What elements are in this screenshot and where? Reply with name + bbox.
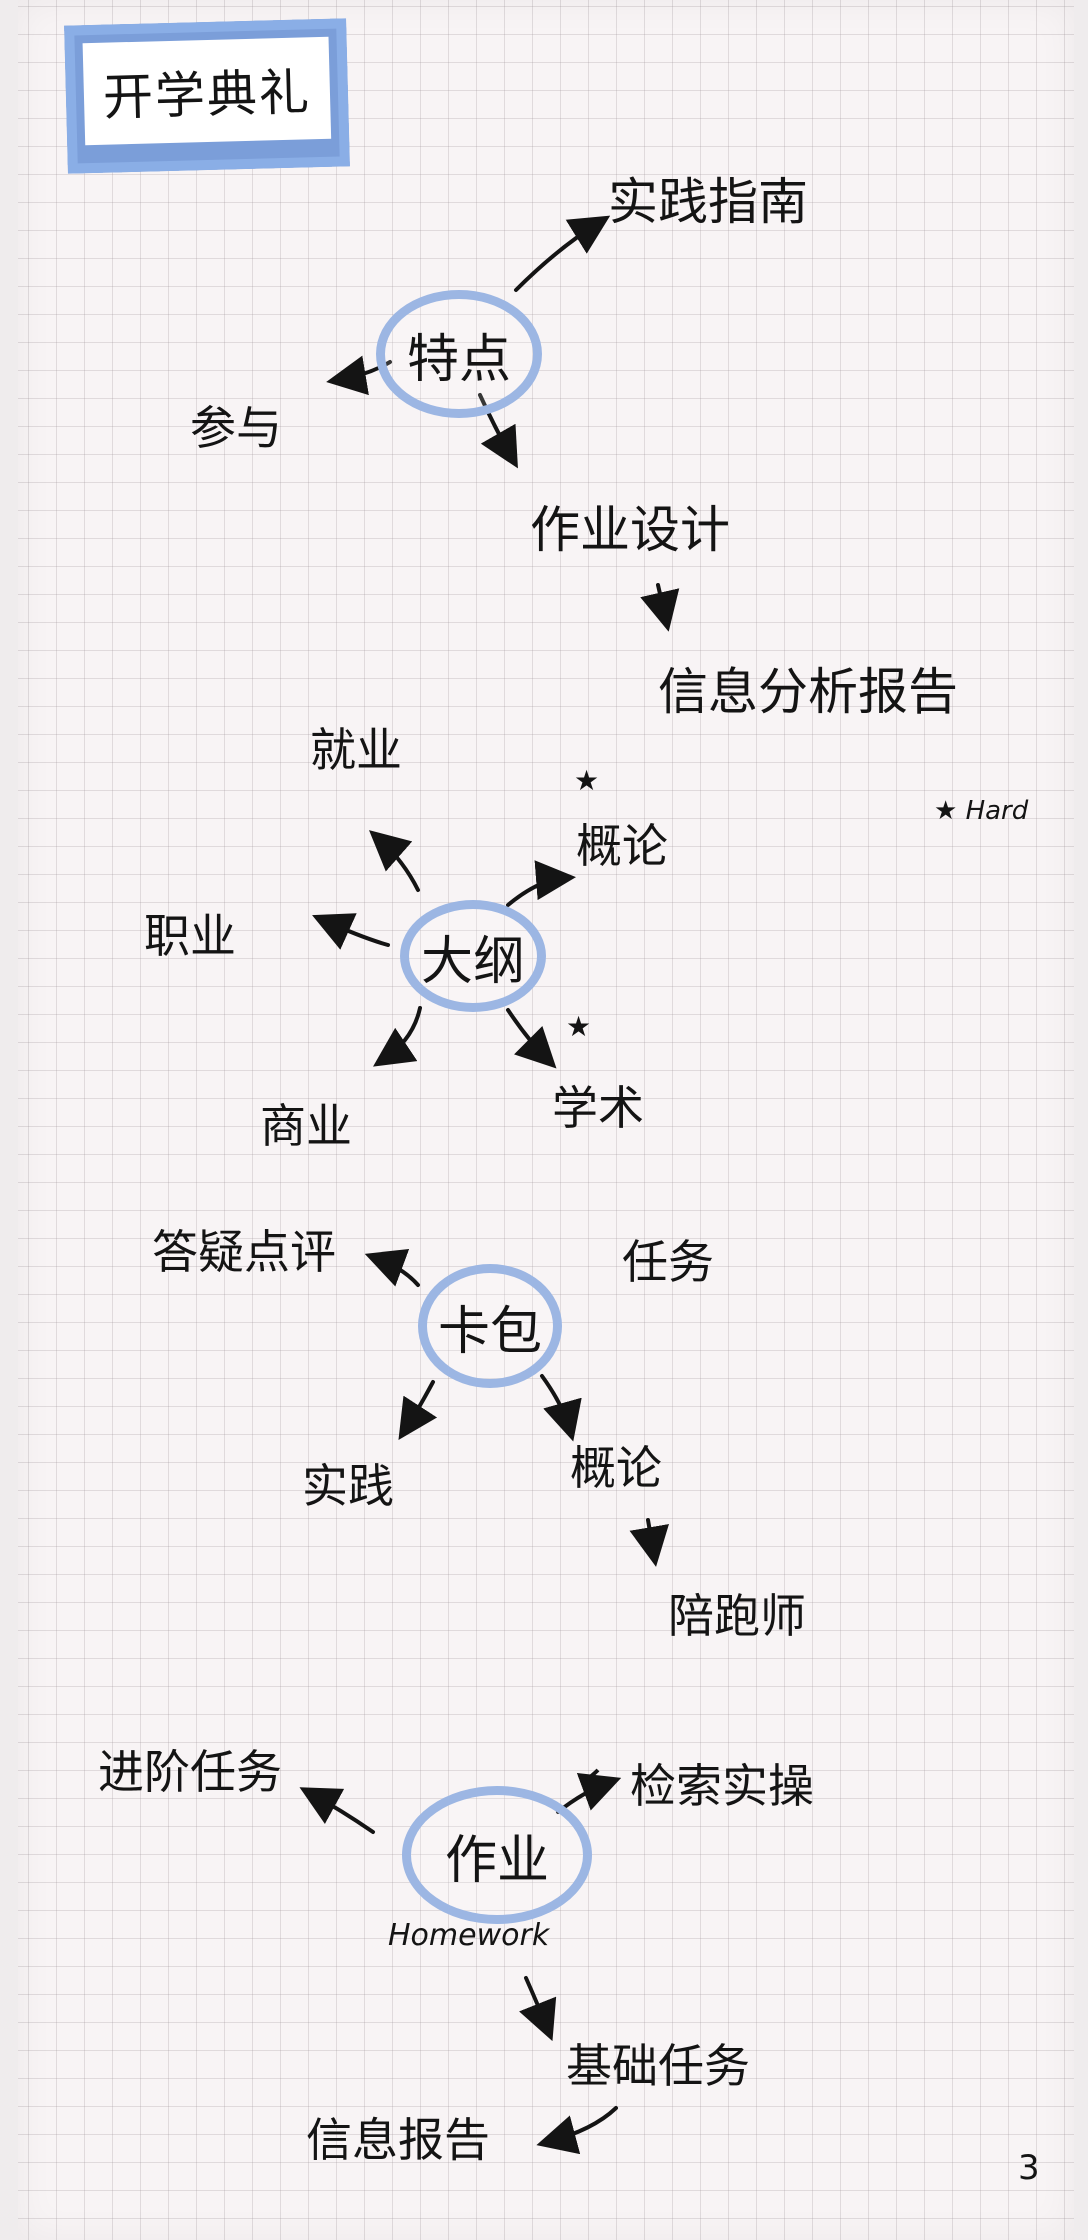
arrow-to-career: [312, 913, 390, 950]
arrow-to-business: [373, 1006, 422, 1067]
task-arrow-tail: [584, 1768, 600, 1782]
branch-homework-design: 作业设计: [530, 501, 730, 559]
branch-mentor: 陪跑师: [668, 1589, 806, 1643]
star-icon: ★: [566, 1010, 592, 1043]
hub-label: 卡包: [437, 1301, 542, 1362]
page-number: 3: [1018, 2148, 1040, 2188]
arrow-to-academic: [506, 1008, 557, 1069]
hub-features: 特点: [376, 290, 542, 418]
arrow-to-advanced: [299, 1787, 375, 1834]
arrow-to-report: [536, 2106, 618, 2155]
branch-info-report: 信息报告: [306, 2113, 490, 2167]
branch-basic-tasks: 基础任务: [566, 2039, 750, 2093]
arrow-to-practice: [398, 1380, 438, 1441]
branch-practice: 实践: [302, 1459, 394, 1513]
arrow-to-mentor: [629, 1518, 669, 1567]
branch-participate: 参与: [190, 401, 282, 455]
arrow-to-intro-2: [540, 1374, 582, 1442]
branch-retrieval-practice: 检索实操: [630, 1759, 814, 1813]
arrow-to-basic: [519, 1976, 557, 2042]
notebook-page: 开学典礼 特点: [18, 0, 1074, 2240]
hub-homework: 作业: [402, 1786, 592, 1924]
branch-qa-review: 答疑点评: [152, 1225, 336, 1279]
hub-label: 特点: [406, 329, 511, 390]
hub-card-pack: 卡包: [418, 1264, 562, 1388]
arrow-to-intro: [506, 860, 576, 907]
homework-note: Homework: [388, 1918, 550, 1953]
branch-info-analysis-report: 信息分析报告: [658, 663, 958, 721]
arrow-to-employment: [368, 830, 420, 892]
hub-label: 作业: [444, 1830, 549, 1891]
branch-employment: 就业: [310, 723, 402, 777]
arrow-to-practice-guide: [514, 215, 611, 292]
branch-intro-2: 概论: [570, 1441, 662, 1495]
branch-advanced-tasks: 进阶任务: [98, 1745, 282, 1799]
branch-business: 商业: [260, 1099, 352, 1153]
arrow-to-info-report: [640, 583, 680, 632]
branch-career: 职业: [144, 909, 236, 963]
hub-outline: 大纲: [400, 900, 546, 1012]
mindmap-arrows: [299, 215, 680, 2155]
hub-label: 大纲: [420, 931, 525, 992]
hard-annotation: ★ Hard: [934, 796, 1029, 826]
star-icon: ★: [574, 764, 600, 797]
branch-academic: 学术: [552, 1081, 644, 1135]
branch-intro: 概论: [576, 819, 668, 873]
branch-task: 任务: [622, 1235, 714, 1289]
arrow-to-qa: [364, 1248, 420, 1287]
branch-practice-guide: 实践指南: [608, 173, 808, 231]
